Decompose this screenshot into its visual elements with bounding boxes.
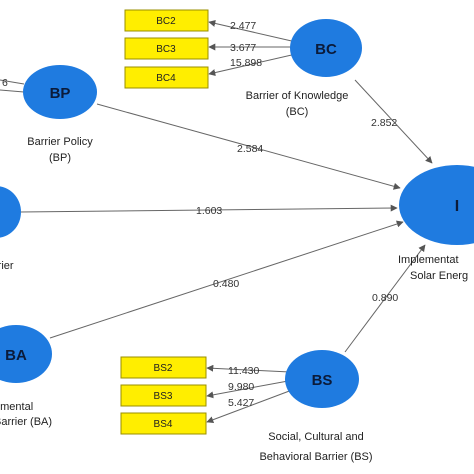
node-ba-label-line2: Barrier (BA) bbox=[0, 416, 52, 428]
node-bs: BS bbox=[285, 350, 359, 408]
edges-structural bbox=[19, 79, 433, 353]
indicator-bc3: BC3 bbox=[124, 37, 209, 60]
node-code: BS bbox=[312, 372, 333, 389]
indicator-bs3: BS3 bbox=[120, 384, 207, 407]
node-bp: BP bbox=[23, 65, 97, 119]
node-ellipse bbox=[399, 165, 474, 245]
edge-bp-partial-2 bbox=[0, 89, 25, 93]
edge-bp-partial-1 bbox=[0, 79, 25, 85]
node-bt bbox=[0, 186, 21, 238]
indicator-bc4: BC4 bbox=[124, 66, 209, 89]
indicator-label: BC3 bbox=[156, 44, 176, 55]
node-bt-label-line1: rrier bbox=[0, 260, 14, 272]
indicator-box bbox=[120, 356, 207, 379]
edge-bs-bs2 bbox=[206, 364, 291, 373]
indicator-box bbox=[120, 412, 207, 435]
node-i: I bbox=[399, 165, 474, 245]
node-bc: BC bbox=[290, 19, 362, 77]
path-labels: 2.584 2.852 1.603 0.480 0.890 bbox=[196, 117, 398, 304]
indicator-bs4: BS4 bbox=[120, 412, 207, 435]
node-ellipse bbox=[0, 325, 52, 383]
loading-bs2: 11.430 bbox=[228, 365, 259, 377]
edge-bs-bs4 bbox=[206, 389, 293, 424]
path-label-bp-i: 2.584 bbox=[237, 143, 263, 155]
loading-labels: 2.477 3.677 15.898 11.430 9.980 5.427 6 bbox=[2, 20, 262, 409]
edges-bs-indicators bbox=[206, 364, 293, 424]
node-code: I bbox=[455, 198, 459, 215]
indicator-bc2: BC2 bbox=[124, 9, 209, 32]
node-ellipse bbox=[0, 186, 21, 238]
loading-bp-partial: 6 bbox=[2, 77, 8, 89]
indicator-box bbox=[124, 66, 209, 89]
node-code: BP bbox=[50, 85, 71, 102]
node-bp-label-line2: (BP) bbox=[49, 152, 71, 164]
edge-bs-bs3 bbox=[206, 380, 289, 399]
edge-bc-i bbox=[354, 79, 433, 164]
indicator-bs2: BS2 bbox=[120, 356, 207, 379]
indicator-label: BS4 bbox=[154, 419, 173, 430]
node-bc-label-line1: Barrier of Knowledge bbox=[246, 90, 349, 102]
indicator-label: BS2 bbox=[154, 363, 173, 374]
node-code: BA bbox=[5, 347, 27, 364]
loading-bc2: 2.477 bbox=[230, 20, 256, 32]
indicator-box bbox=[124, 37, 209, 60]
edge-bt-i bbox=[19, 204, 398, 213]
node-i-label-line2: Solar Energ bbox=[410, 270, 468, 282]
node-i-label-line1: Implementat bbox=[398, 254, 459, 266]
edge-bc-bc2 bbox=[208, 20, 297, 43]
loading-bs3: 9.980 bbox=[228, 381, 254, 393]
indicator-box bbox=[120, 384, 207, 407]
node-code: BC bbox=[315, 41, 337, 58]
path-label-ba-i: 0.480 bbox=[213, 278, 239, 290]
node-ellipse bbox=[285, 350, 359, 408]
node-bs-label-line2: Behavioral Barrier (BS) bbox=[259, 451, 372, 463]
edge-bp-i bbox=[96, 103, 401, 190]
edges-bc-indicators bbox=[208, 20, 297, 76]
path-label-bt-i: 1.603 bbox=[196, 205, 222, 217]
indicator-box bbox=[124, 9, 209, 32]
node-bc-label-line2: (BC) bbox=[286, 106, 309, 118]
loading-bs4: 5.427 bbox=[228, 397, 254, 409]
indicator-label: BS3 bbox=[154, 391, 173, 402]
path-label-bs-i: 0.890 bbox=[372, 292, 398, 304]
node-ba-label-line1: nmental bbox=[0, 401, 33, 413]
edges-bp-partial bbox=[0, 79, 25, 93]
edge-bc-bc4 bbox=[208, 53, 297, 76]
node-ba: BA bbox=[0, 325, 52, 383]
indicator-label: BC2 bbox=[156, 16, 176, 27]
node-ellipse bbox=[290, 19, 362, 77]
indicator-label: BC4 bbox=[156, 73, 176, 84]
loading-bc3: 3.677 bbox=[230, 42, 256, 54]
edge-bs-i bbox=[344, 244, 426, 353]
edge-ba-i bbox=[49, 220, 404, 339]
node-bp-label-line1: Barrier Policy bbox=[27, 136, 93, 148]
node-bs-label-line1: Social, Cultural and bbox=[268, 431, 363, 443]
node-captions: Barrier Policy (BP) Barrier of Knowledge… bbox=[0, 90, 468, 463]
loading-bc4: 15.898 bbox=[230, 57, 262, 69]
path-label-bc-i: 2.852 bbox=[371, 117, 397, 129]
node-ellipse bbox=[23, 65, 97, 119]
